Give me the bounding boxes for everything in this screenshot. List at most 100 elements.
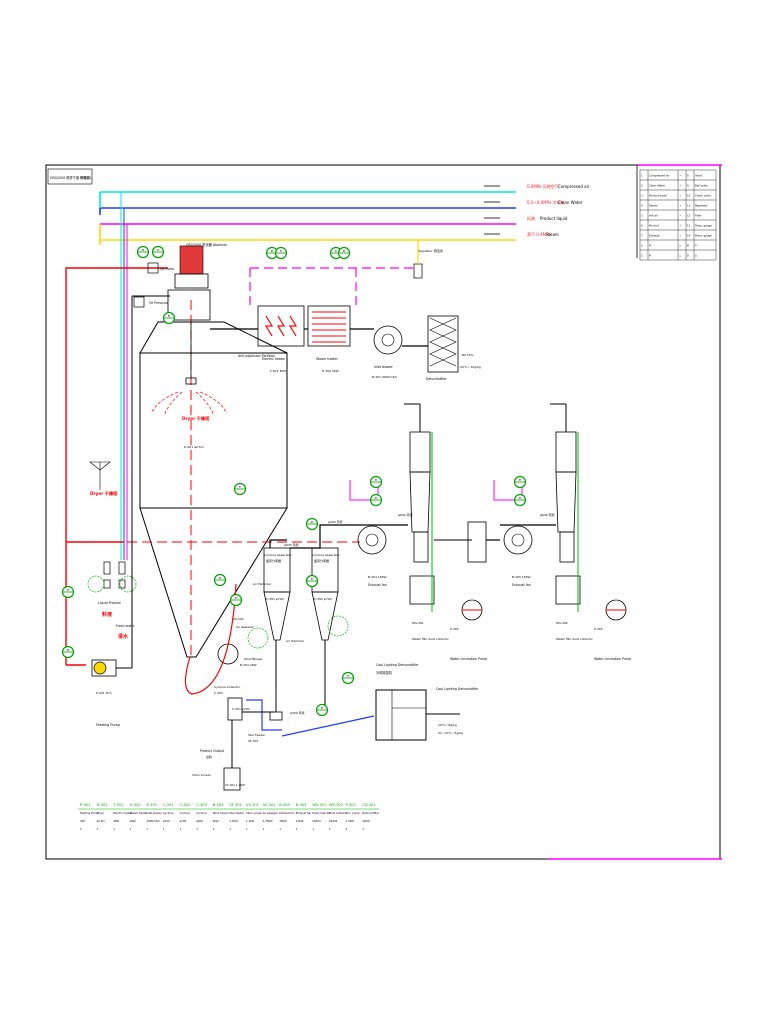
feed-filter-ring: [119, 575, 137, 593]
equipment-schedule-cell: B-303: [213, 803, 224, 807]
equipment-schedule-cell: 1: [296, 827, 298, 831]
cyclone-separator-1-cn: 旋风分离器: [266, 558, 281, 563]
wind-blower-tag: B-303 2KW: [240, 663, 257, 667]
legend-cell: 10: [687, 194, 691, 198]
air-hammer-1-label: Air Hammer: [253, 582, 272, 586]
legend-cell: Check valve: [695, 194, 711, 198]
cyclone-collector-tag: C-303: [214, 691, 223, 695]
legend-cell: 12: [687, 214, 691, 218]
feed-valves: [103, 561, 126, 589]
gauge-label: PI: [343, 249, 346, 253]
equipment-schedule-cell: Inlet blower: [146, 811, 162, 815]
cyclone-collector-label: Cyclone Collector: [214, 685, 241, 689]
spray-pattern: [151, 391, 227, 417]
dryer-side-label: Dryer 干燥塔: [90, 490, 118, 497]
inlet-blower: [373, 325, 403, 355]
circulation-pump-1-tag: P-302: [450, 627, 459, 631]
electric-heater-label: Electric heater: [262, 357, 286, 361]
equipment-schedule-cell: 1: [263, 827, 265, 831]
legend-cell: 8: [687, 174, 689, 178]
wet-collector-1-cone: [409, 471, 431, 533]
product-output-label: Product Output: [200, 749, 225, 753]
equipment-schedule-cell: Air sweeper: [263, 811, 279, 815]
equipment-schedule-cell: 2: [346, 827, 348, 831]
vibro-screen-tag: VS-301 1.1KW: [225, 783, 245, 787]
equipment-schedule-cell: C-301: [163, 803, 174, 807]
gauge-label: PI: [311, 520, 314, 524]
cyclone-tag-1: C-301 φ700: [232, 707, 250, 711]
cyclone-separator-2-tag: C-302 φ700: [314, 597, 332, 601]
equipment-schedule-cell: φ700: [163, 819, 170, 823]
cyclone-separator-2-cone: [311, 591, 339, 641]
oil-pump-label: Oil Pump: [160, 267, 174, 271]
cyclone-separator-2-label: Cyclone Separator: [312, 553, 340, 557]
duct-label-5: φ630 风管: [540, 512, 555, 517]
utility-label-water: Clean Water: [558, 200, 583, 205]
equipment-schedule-cell: Cyclone: [196, 811, 207, 815]
equipment-schedule-cell: 1.1KW: [246, 819, 255, 823]
equipment-schedule-cell: 1: [229, 827, 231, 831]
feeding-pump-tag: P-301 3t/h: [96, 691, 112, 695]
wet-collector-2-tag: WS-302: [556, 621, 568, 625]
dehumidifier-tag: BS 15%: [462, 353, 474, 357]
legend-cell: →: [679, 225, 682, 228]
equipment-schedule-cell: C-303: [196, 803, 207, 807]
legend-cell: Valve: [695, 174, 702, 178]
sweeper-rings: [87, 575, 349, 649]
equipment-schedule-cell: 1: [180, 827, 182, 831]
utility-code-air: 0.6MPa 压缩空气: [527, 183, 559, 189]
steam-heater-label: Steam heater: [316, 357, 338, 361]
legend-cell: →: [679, 205, 682, 208]
equipment-schedule-cell: Wind blower: [213, 811, 230, 815]
equipment-schedule-cell: 1: [279, 827, 281, 831]
equipment-schedule-cell: SF-301: [229, 803, 242, 807]
cyclone-duct-main: [269, 524, 360, 549]
legend-cell: LI: [695, 254, 697, 258]
duct-label-4: φ630 风管: [398, 512, 413, 517]
circulation-pump-2-tag: P-303: [594, 627, 603, 631]
equipment-schedule-cell: 1: [362, 827, 364, 831]
dryer-cone: [139, 507, 288, 658]
legend-cell: B: [687, 244, 689, 248]
air-hammer-2-label: Air Hammer: [286, 639, 305, 643]
equipment-schedule-cell: Star feeder: [229, 811, 244, 815]
oil-pump-box: [147, 262, 159, 274]
atomizer-base: [174, 273, 209, 289]
cyclone-separator-1-tag: C-301 φ700: [266, 597, 284, 601]
equipment-schedule-cell: Cyclone: [163, 811, 174, 815]
legend-cell: 2: [641, 184, 643, 188]
legend-cell: →: [679, 215, 682, 218]
exhaust-fan-1-tag: B-304 15KW: [368, 575, 386, 579]
equipment-schedule-cell: B-304: [279, 803, 290, 807]
equipment-schedule-cell: 1: [80, 827, 82, 831]
steam-heater-coils: [312, 311, 346, 343]
gauge-label: PI: [271, 249, 274, 253]
inlet-blower-hub: [381, 333, 395, 347]
equipment-schedule-cell: 2KW: [213, 819, 219, 823]
legend-cell: Temp. gauge: [695, 224, 712, 228]
legend-cell: FI: [649, 254, 651, 258]
equipment-schedule-cell: Exhaust fan: [279, 811, 295, 815]
exhaust-fan-2-hub: [511, 533, 525, 547]
legend-cell: Press. gauge: [695, 234, 712, 238]
exhaust-fan-2-tag: B-305 15KW: [512, 575, 530, 579]
utility-arrows: [484, 185, 500, 235]
wet-collector-2-tank: [555, 575, 581, 605]
cool-dehumidifier-label: Cool Lighting Dehumidifier: [436, 687, 479, 691]
equipment-schedule-cell: SS304: [312, 819, 321, 823]
atomizer-label: GRG2000 雾化器 Atomizer: [186, 242, 228, 247]
drawing-border: [45, 164, 721, 860]
exhaust-fan-2-label: Exhaust fan: [512, 583, 531, 587]
legend-cell: ○: [679, 245, 682, 248]
star-feeder: [269, 711, 283, 721]
equipment-schedule-cell: D-301: [97, 803, 108, 807]
star-feeder-tag: SF-301: [248, 739, 259, 743]
legend-cell: 11: [687, 204, 691, 208]
legend-cell: Steam: [649, 204, 658, 208]
gauge-label: TI: [374, 478, 378, 482]
equipment-schedule-cell: 3t/h: [80, 819, 86, 823]
atomizer-body: [179, 245, 204, 275]
legend-cell: 3: [641, 194, 643, 198]
